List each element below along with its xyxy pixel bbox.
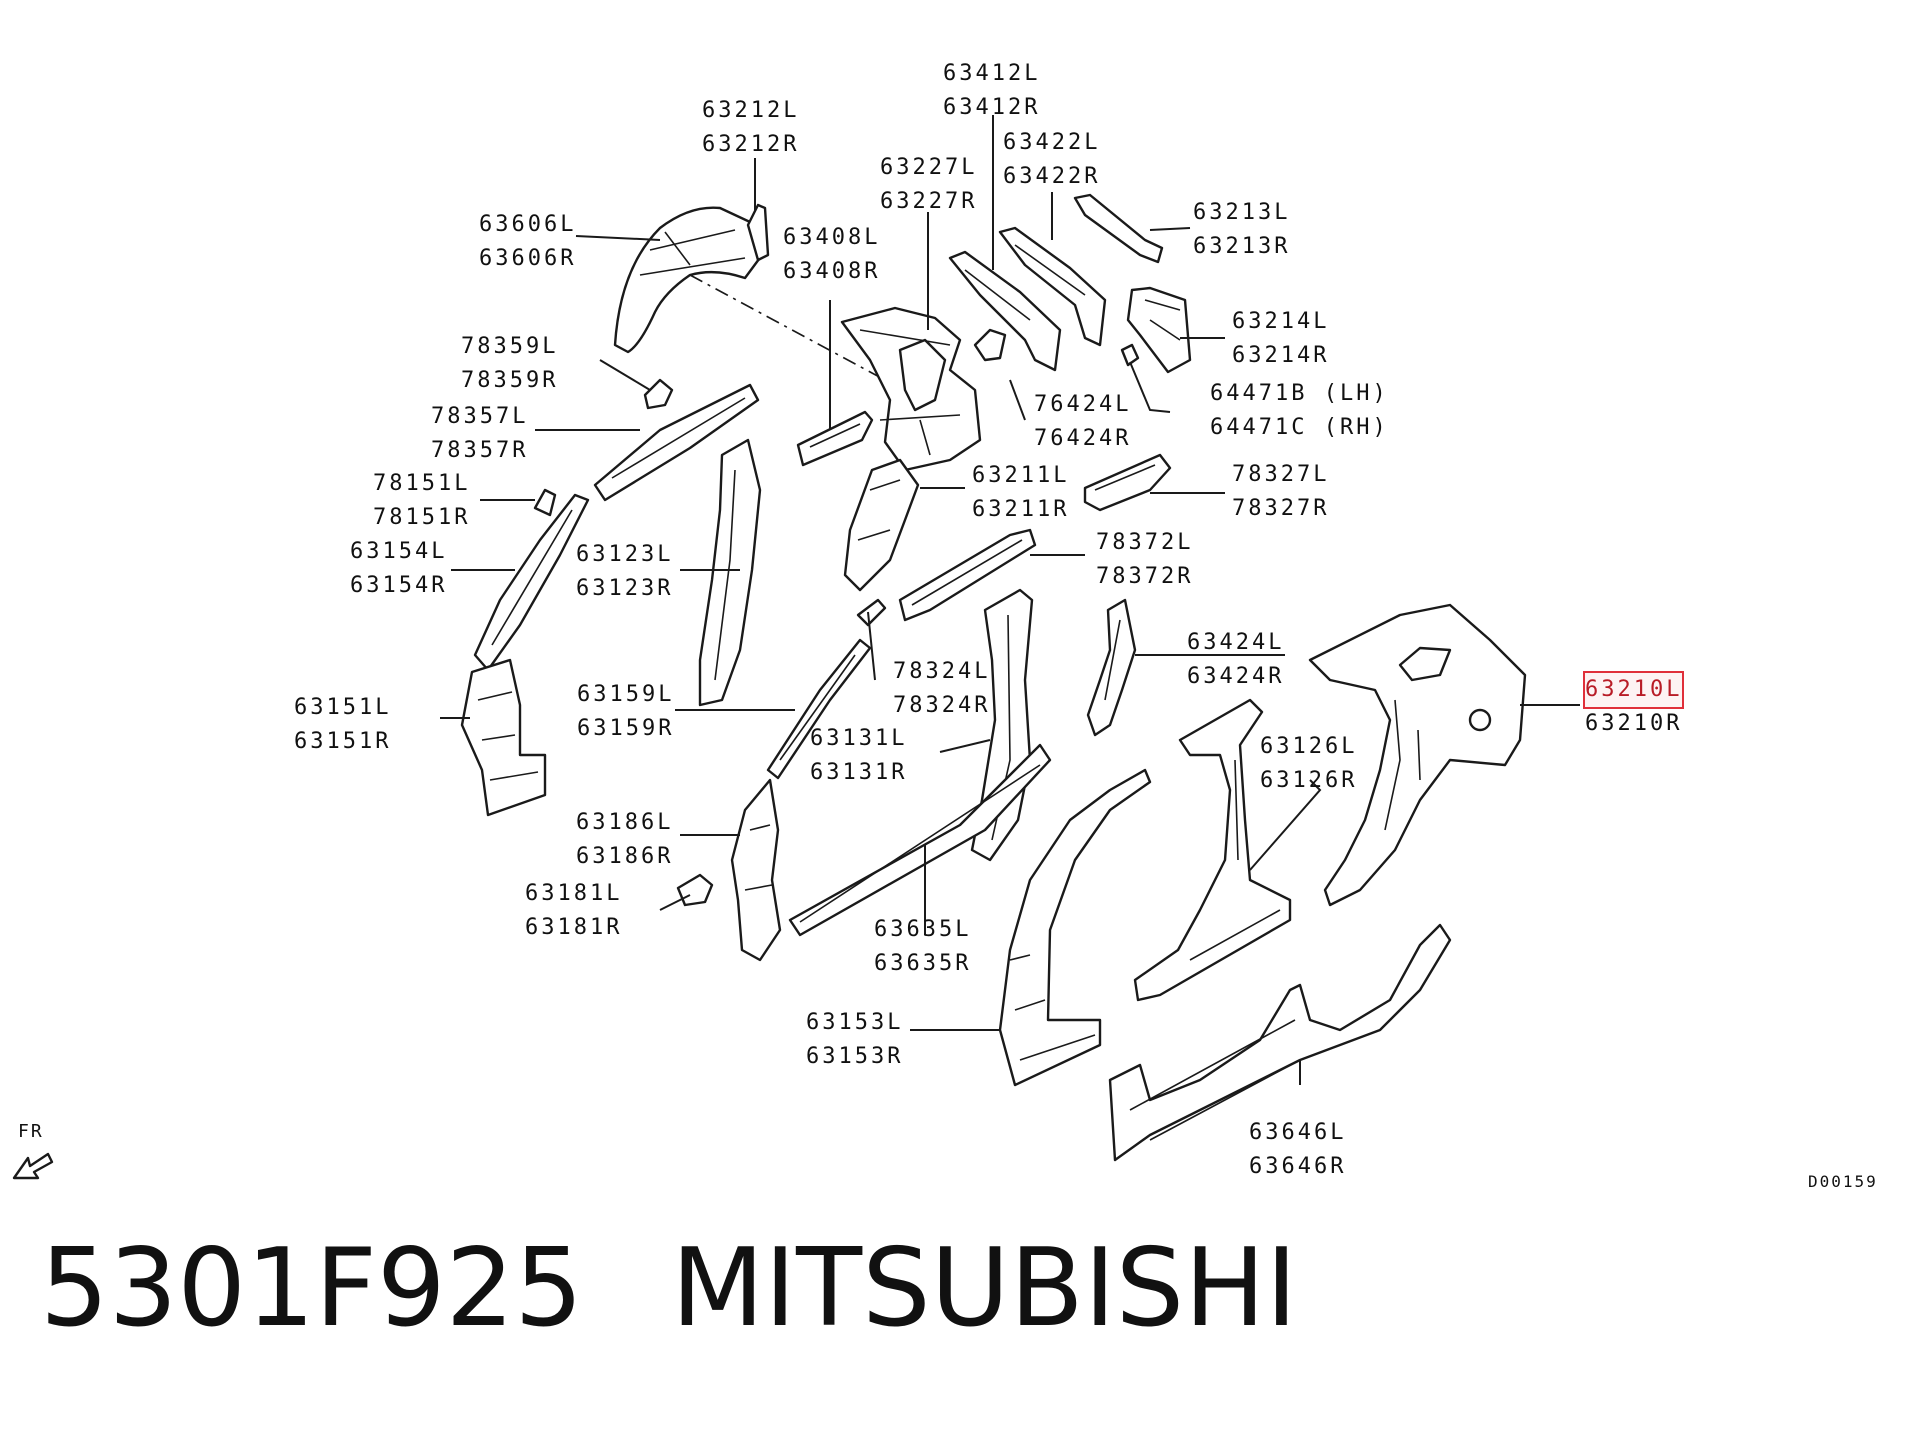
part-63408-shape — [796, 410, 874, 467]
part-63635-shape — [788, 743, 1052, 937]
part-63646-shape — [1108, 923, 1452, 1162]
footer-part-number: 5301F925 — [40, 1226, 584, 1351]
part-63424-shape — [1086, 598, 1137, 737]
part-78372-shape — [898, 528, 1037, 622]
part-63212-shape — [746, 203, 770, 262]
part-63214-shape — [1126, 286, 1192, 374]
part-63210-shape — [1308, 603, 1527, 907]
front-indicator-label: FR — [18, 1121, 44, 1142]
label-64471: 64471B (LH)64471C (RH) — [1210, 381, 1389, 440]
part-64471-shape — [1120, 343, 1140, 367]
part-63412-shape — [948, 250, 1062, 372]
part-63159-shape — [766, 638, 872, 780]
footer-caption: 5301F925 MITSUBISHI — [40, 1226, 1297, 1351]
part-63227-shape — [840, 306, 982, 472]
highlighted-part-number: 63210L — [1582, 671, 1685, 709]
part-63211-shape — [843, 458, 920, 592]
part-78327-shape — [1083, 453, 1172, 512]
part-63606-shape — [613, 206, 764, 354]
part-63123-shape — [698, 438, 762, 707]
part-63422-shape — [998, 226, 1107, 347]
part-63213-shape — [1073, 193, 1164, 264]
part-63186-shape — [730, 778, 782, 962]
part-63153-shape — [998, 768, 1152, 1087]
footer-brand: MITSUBISHI — [671, 1226, 1298, 1351]
part-78357-shape — [593, 383, 760, 502]
leader-lines — [440, 115, 1580, 1085]
part-76424-shape — [973, 328, 1007, 362]
part-78151-shape — [533, 488, 557, 517]
part-78359-shape — [643, 378, 674, 410]
front-arrow-icon — [12, 1152, 54, 1180]
part-63126-shape — [1133, 698, 1292, 1002]
part-63151-shape — [460, 658, 547, 817]
part-63154-shape — [473, 493, 590, 672]
part-63181-shape — [676, 873, 714, 907]
diagram-code: D00159 — [1808, 1172, 1878, 1191]
part-78324-shape — [856, 598, 887, 627]
